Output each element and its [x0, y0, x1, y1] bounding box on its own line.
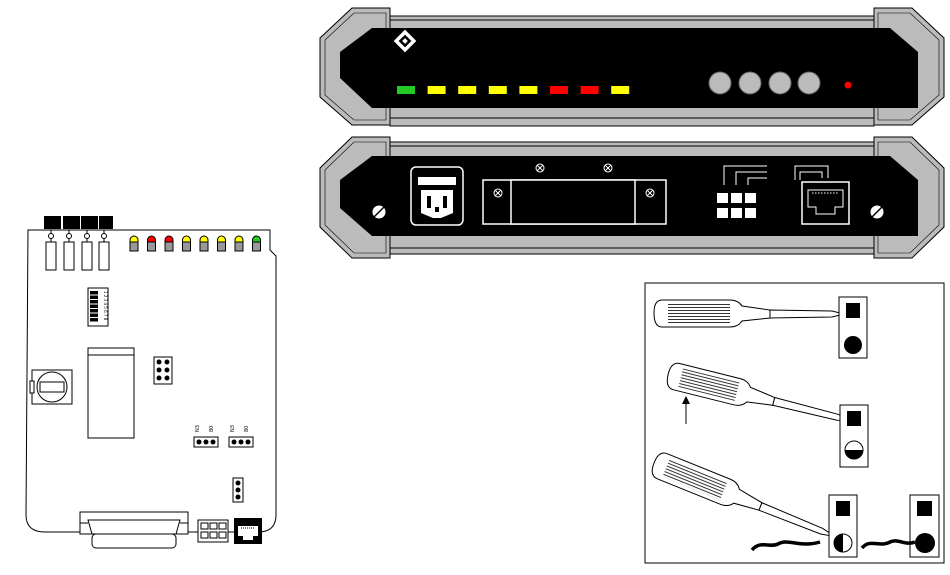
front-button-2[interactable] — [739, 72, 761, 94]
power-inlet — [411, 167, 463, 225]
board-led-8 — [253, 236, 261, 251]
jumper-label-4: 80 — [244, 426, 250, 432]
rear-screw-left-icon — [372, 205, 386, 219]
front-led-4 — [489, 86, 507, 94]
circuit-board: 1 2 3 4 5 6 7 8 N3 80 N3 80 — [26, 216, 276, 548]
front-led-3 — [458, 86, 476, 94]
front-led-6 — [550, 86, 568, 94]
jumper-label-2: 80 — [209, 426, 215, 432]
rear-screw-right-icon — [870, 205, 884, 219]
board-led-3 — [165, 236, 173, 251]
front-button-3[interactable] — [769, 72, 791, 94]
modem-front-panel — [320, 8, 944, 126]
board-led-6 — [218, 236, 226, 251]
board-jumper-block — [198, 520, 228, 542]
board-chip — [88, 348, 134, 438]
jumper-header-vertical — [233, 478, 243, 502]
front-led-2 — [428, 86, 446, 94]
dip-numbers: 1 2 3 4 5 6 7 8 — [103, 291, 108, 321]
board-led-2 — [148, 236, 156, 251]
front-button-4[interactable] — [798, 72, 820, 94]
modem-rear-panel — [320, 137, 944, 258]
board-battery — [30, 370, 72, 404]
front-led-7 — [581, 86, 599, 94]
front-indicator-light — [845, 82, 852, 89]
board-edge-blocks — [44, 216, 113, 229]
front-button-1[interactable] — [709, 72, 731, 94]
screwdriver-inset — [645, 283, 944, 563]
six-pin-header — [154, 357, 172, 384]
front-led-5 — [519, 86, 537, 94]
board-led-5 — [200, 236, 208, 251]
jumper-label-1: N3 — [195, 425, 201, 432]
front-led-1 — [397, 86, 415, 94]
board-db25-connector — [80, 512, 188, 548]
dip-switch: 1 2 3 4 5 6 7 8 — [88, 288, 108, 326]
front-led-8 — [611, 86, 629, 94]
jumper-label-3: N3 — [230, 425, 236, 432]
board-led-4 — [183, 236, 191, 251]
board-led-1 — [130, 236, 138, 251]
board-rj45-port — [234, 518, 262, 544]
board-led-7 — [235, 236, 243, 251]
